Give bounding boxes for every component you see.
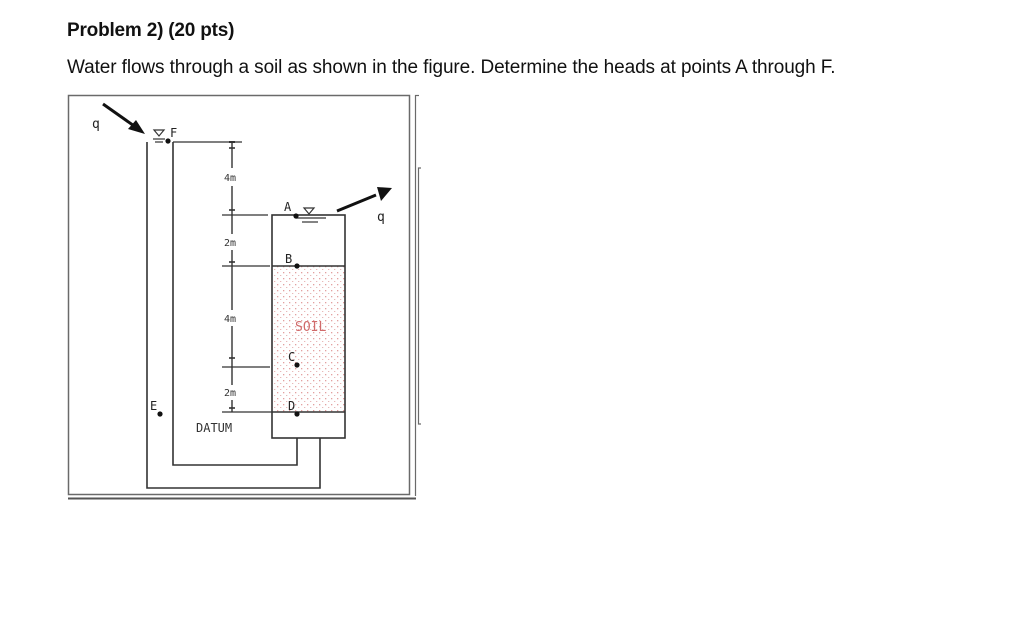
inflow-q-label: q bbox=[92, 117, 100, 132]
dimension-line bbox=[222, 141, 272, 413]
soil-container bbox=[271, 214, 346, 439]
point-a-label: A bbox=[284, 200, 292, 214]
datum-label: DATUM bbox=[196, 421, 232, 435]
problem-prompt: Water flows through a soil as shown in t… bbox=[67, 57, 836, 78]
dimension-label-2: 2m bbox=[224, 238, 236, 249]
point-f-label: F bbox=[170, 126, 177, 140]
dimension-label-4: 2m bbox=[224, 388, 236, 399]
point-d-label: D bbox=[288, 399, 295, 413]
point-d-marker bbox=[294, 411, 300, 417]
point-b-marker bbox=[294, 263, 300, 269]
water-level-icon-f bbox=[152, 129, 166, 143]
point-e-label: E bbox=[150, 399, 157, 413]
figure-frame bbox=[67, 94, 421, 496]
dimension-label-3: 4m bbox=[224, 314, 236, 325]
dimension-label-1: 4m bbox=[224, 173, 236, 184]
soil-label: SOIL bbox=[295, 320, 326, 335]
outflow-arrow-icon bbox=[336, 187, 392, 213]
inflow-arrow-icon bbox=[102, 102, 145, 134]
point-a-marker bbox=[293, 213, 299, 219]
water-level-icon-a bbox=[296, 207, 326, 223]
point-b-label: B bbox=[285, 252, 292, 266]
point-e-marker bbox=[157, 411, 163, 417]
point-c-marker bbox=[294, 362, 300, 368]
outflow-q-label: q bbox=[377, 210, 385, 225]
problem-title: Problem 2) (20 pts) bbox=[67, 20, 235, 41]
point-f-marker bbox=[165, 138, 171, 144]
point-c-label: C bbox=[288, 350, 295, 364]
